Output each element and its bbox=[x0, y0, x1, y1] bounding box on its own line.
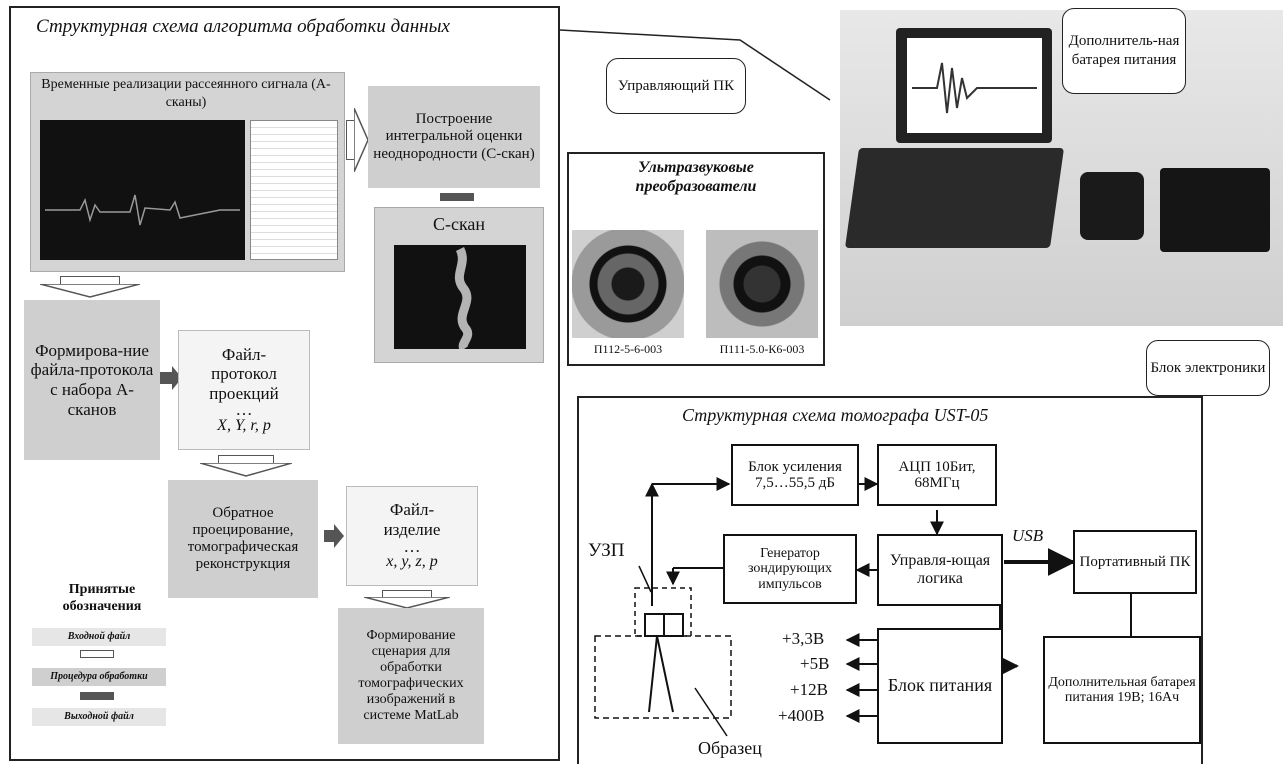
gen-block: Генератор зондирующих импульсов bbox=[723, 534, 857, 604]
file-item-box: Файл-изделие … x, y, z, p bbox=[346, 486, 478, 586]
schema-panel bbox=[577, 396, 1203, 764]
cscan-label: С-скан bbox=[432, 214, 486, 234]
voltage-5v: +5В bbox=[800, 654, 830, 673]
sensor2-photo bbox=[706, 230, 818, 338]
arrow-head-right-icon bbox=[354, 108, 369, 172]
algorithm-title: Структурная схема алгоритма обработки да… bbox=[36, 16, 450, 37]
ascan-waveform-icon bbox=[45, 194, 240, 226]
forming-box: Формирова-ние файла-протокола с набора А… bbox=[24, 300, 160, 460]
backproj-box: Обратное проецирование, томографическая … bbox=[168, 480, 318, 598]
callout-pc: Управляющий ПК bbox=[606, 58, 746, 114]
arrow-head-down-2-icon bbox=[200, 463, 292, 477]
file-item-dots: … bbox=[403, 536, 421, 556]
callout-electronics: Блок электроники bbox=[1146, 340, 1270, 396]
file-protocol-vars: X, Y, r, p bbox=[217, 416, 271, 434]
file-item-title: Файл-изделие bbox=[383, 500, 441, 539]
arrow-head-dark-icon bbox=[172, 366, 182, 390]
sensors-title: Ультразвуковые преобразователи bbox=[635, 159, 757, 196]
power-block: Блок питания bbox=[877, 628, 1003, 744]
callout-battery: Дополнитель-ная батарея питания bbox=[1062, 8, 1186, 94]
battery-block: Дополнительная батарея питания 19В; 16Ач bbox=[1043, 636, 1201, 744]
legend-title: Принятые обозначения bbox=[62, 582, 142, 614]
sample-label: Образец bbox=[698, 738, 762, 758]
laptop-block: Портативный ПК bbox=[1073, 530, 1197, 594]
adc-block: АЦП 10Бит, 68МГц bbox=[877, 444, 997, 506]
arrow-head-dark-2-icon bbox=[334, 524, 344, 548]
ascans-label: Временные реализации рассеянного сигнала… bbox=[41, 77, 331, 111]
voltage-12v: +12В bbox=[790, 680, 828, 699]
cscan-image bbox=[394, 245, 526, 352]
algorithm-panel bbox=[9, 6, 560, 761]
sensor1-photo bbox=[572, 230, 684, 338]
arrow-right-dark-1 bbox=[160, 372, 174, 384]
voltage-400v: +400В bbox=[778, 706, 825, 725]
uzp-label: УЗП bbox=[588, 540, 625, 561]
file-protocol-title: Файл-протокол проекций bbox=[209, 344, 279, 403]
logic-block: Управля-ющая логика bbox=[877, 534, 1003, 606]
legend-input: Входной файл bbox=[32, 628, 166, 646]
arrow-head-down-icon bbox=[40, 284, 140, 298]
ascans-screenshot bbox=[40, 120, 245, 260]
legend-output: Выходной файл bbox=[32, 708, 166, 726]
file-item-vars: x, y, z, p bbox=[386, 553, 438, 571]
sensor2-label: П111-5.0-К6-003 bbox=[719, 342, 805, 356]
usb-label: USB bbox=[1012, 526, 1044, 545]
integral-box: Построение интегральной оценки неоднород… bbox=[368, 86, 540, 188]
battery-photo bbox=[1080, 172, 1144, 240]
ascans-table bbox=[250, 120, 338, 260]
electronics-photo bbox=[1160, 168, 1270, 252]
legend-dark-arrow bbox=[80, 692, 114, 700]
scenario-box: Формирование сценария для обработки томо… bbox=[338, 608, 484, 744]
arrow-down-dark-1 bbox=[440, 193, 474, 201]
amp-block: Блок усиления 7,5…55,5 дБ bbox=[731, 444, 859, 506]
arrow-right-dark-2 bbox=[324, 530, 336, 542]
laptop-photo bbox=[844, 28, 1065, 252]
connector-line bbox=[560, 29, 831, 101]
file-protocol-box: Файл-протокол проекций … X, Y, r, p bbox=[178, 330, 310, 450]
arrow-head-down-3-icon bbox=[364, 597, 450, 609]
schema-title: Структурная схема томографа UST-05 bbox=[682, 405, 989, 425]
voltage-3v3: +3,3В bbox=[782, 629, 825, 648]
file-protocol-dots: … bbox=[235, 400, 253, 420]
legend-proc: Процедура обработки bbox=[32, 668, 166, 686]
legend-hollow-arrow bbox=[80, 650, 114, 658]
sensor1-label: П112-5-6-003 bbox=[593, 342, 663, 356]
